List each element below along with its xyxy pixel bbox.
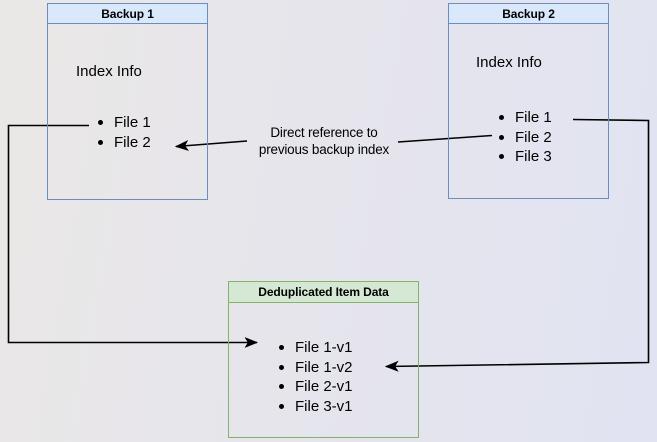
backup2-index-info-label: Index Info — [476, 54, 542, 71]
bullet-icon — [499, 154, 504, 160]
file-label: File 1-v1 — [295, 339, 353, 357]
backup1-index-info-label: Index Info — [76, 63, 142, 80]
bullet-icon — [98, 139, 103, 145]
file-label: File 1 — [114, 114, 151, 132]
backup2-title: Backup 2 — [449, 4, 608, 24]
bullet-icon — [279, 384, 284, 390]
file-label: File 2 — [515, 128, 552, 146]
list-item: File 2 — [98, 133, 151, 153]
list-item: File 3 — [499, 147, 552, 167]
bullet-icon — [279, 364, 284, 370]
list-item: File 1 — [98, 113, 151, 133]
list-item: File 1-v2 — [279, 358, 353, 378]
file-label: File 3 — [515, 148, 552, 166]
connector-backup2-to-annotation — [397, 134, 493, 143]
bullet-icon — [279, 345, 284, 351]
list-item: File 1-v1 — [279, 338, 353, 358]
connector-backup1-file1-to-dedup — [7, 124, 258, 343]
list-item: File 2-v1 — [279, 377, 353, 397]
connector-backup2-file1-to-dedup — [386, 118, 650, 367]
bullet-icon — [279, 404, 284, 410]
file-label: File 3-v1 — [295, 398, 353, 416]
list-item: File 1 — [499, 108, 552, 128]
list-item: File 3-v1 — [279, 397, 353, 417]
direct-reference-annotation: Direct reference to previous backup inde… — [240, 124, 408, 158]
annotation-line1: Direct reference to — [270, 125, 378, 140]
connector-annotation-to-backup1 — [176, 141, 248, 147]
list-item: File 2 — [499, 128, 552, 148]
backup1-title: Backup 1 — [48, 4, 207, 24]
file-label: File 2 — [114, 133, 151, 151]
file-label: File 1-v2 — [295, 358, 353, 376]
bullet-icon — [98, 120, 103, 126]
bullet-icon — [499, 115, 504, 121]
dedup-title: Deduplicated Item Data — [229, 282, 418, 303]
bullet-icon — [499, 134, 504, 140]
file-label: File 2-v1 — [295, 378, 353, 396]
annotation-line2: previous backup index — [258, 142, 390, 157]
file-label: File 1 — [515, 109, 552, 127]
